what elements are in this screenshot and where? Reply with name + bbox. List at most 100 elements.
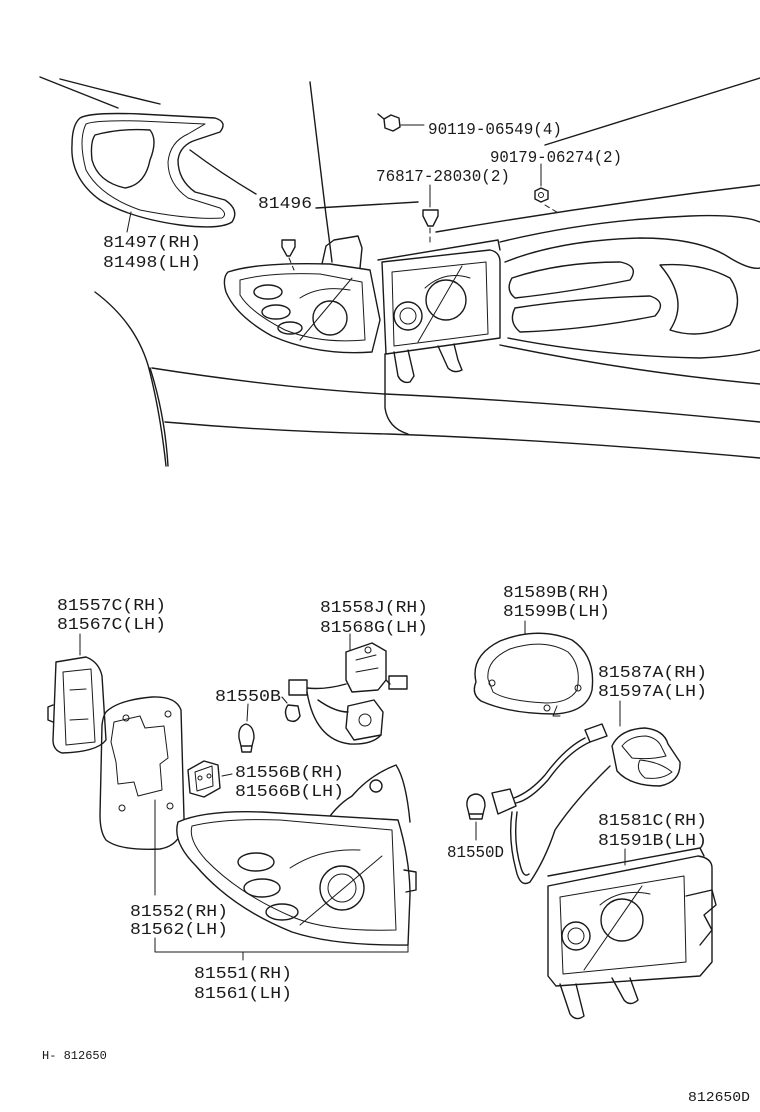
c-pillar-line — [309, 81, 333, 263]
bumper-joint-line — [384, 353, 409, 435]
gasket-outline — [473, 632, 594, 715]
label-81556B-rh: 81556B(RH) — [235, 764, 344, 783]
gasket-hole-3 — [574, 684, 582, 692]
socket-contact-1 — [197, 775, 203, 781]
label-90119: 90119-06549(4) — [428, 121, 562, 140]
gasket-81589B — [473, 620, 594, 717]
lamp-slot-2 — [243, 878, 281, 898]
lamp-slot-3 — [277, 321, 303, 335]
nut-hex — [534, 187, 549, 203]
wire-connector — [584, 723, 608, 743]
cover-outline — [52, 656, 107, 754]
label-81558J-rh: 81558J(RH) — [320, 599, 428, 618]
wire-loop — [509, 765, 611, 885]
wire-upper — [513, 737, 591, 804]
lamp-leg-left — [393, 349, 415, 384]
garnish-inner-top — [504, 237, 760, 269]
label-81550B: 81550B — [215, 688, 281, 707]
cover-ribs — [69, 688, 89, 721]
lamp-ring-small-inner — [399, 307, 417, 325]
lamp-arc — [599, 891, 651, 906]
lamp-ring-small-inner — [567, 927, 585, 945]
lamp-ring-small — [561, 921, 591, 951]
label-81561-lh: 81561(LH) — [194, 985, 292, 1004]
lamp-side-tab — [403, 869, 417, 893]
lamp-divider — [299, 855, 383, 926]
garnish-opening-2 — [511, 295, 662, 333]
bumper-inner-left — [149, 367, 169, 467]
garnish-outer-bottom — [499, 344, 760, 385]
gasket-cutout — [110, 715, 169, 797]
connector-left — [288, 679, 308, 696]
bulb-base — [240, 745, 253, 753]
lamp-divider — [299, 277, 353, 341]
leader-line-81556B — [221, 773, 233, 777]
nut-90179 — [534, 163, 561, 215]
lamp-reflector-ring — [319, 865, 365, 911]
lamp-ring-large — [425, 279, 467, 321]
socket-contact-2 — [206, 773, 212, 779]
socket-plate-ribs — [355, 654, 379, 673]
label-81566B-lh: 81566B(LH) — [235, 783, 344, 802]
lamp-leg-left — [559, 983, 585, 1020]
label-81599B-lh: 81599B(LH) — [503, 603, 610, 622]
label-81552-rh: 81552(RH) — [130, 903, 228, 922]
clip-body — [422, 209, 439, 227]
cover-inner-frame — [62, 668, 96, 746]
lamp-divider — [417, 265, 463, 343]
label-81568G-lh: 81568G(LH) — [320, 619, 428, 638]
lamp-reflector-ring — [312, 300, 348, 336]
label-81497-rh: 81497(RH) — [103, 234, 201, 253]
bolt-head — [383, 114, 401, 132]
bulb-base — [468, 813, 484, 820]
socket-lower-hole — [358, 713, 372, 727]
gasket-outline — [99, 696, 185, 850]
label-81589B-rh: 81589B(RH) — [503, 584, 610, 603]
tail-lamp-top-left — [223, 235, 381, 354]
socket-81587A — [611, 700, 681, 787]
socket-lower — [345, 699, 384, 741]
lamp-slot-2 — [261, 304, 291, 320]
label-81551-rh: 81551(RH) — [194, 965, 292, 984]
gasket-hole-2 — [543, 704, 551, 712]
label-81550D: 81550D — [447, 844, 504, 863]
trunk-line-right — [435, 184, 760, 233]
label-90179: 90179-06274(2) — [490, 149, 622, 168]
leader-line-81550B — [246, 696, 288, 722]
socket-face — [194, 765, 214, 792]
socket-plate-hole — [364, 646, 372, 654]
bulb-socket — [491, 788, 517, 815]
clip-81496 — [281, 239, 296, 271]
label-81597A-lh: 81597A(LH) — [598, 683, 707, 702]
gasket-hole-1 — [122, 714, 130, 722]
figure-reference: H- 812650 — [42, 1049, 107, 1063]
garnish-inner-rim — [81, 120, 226, 219]
clip-76817 — [422, 184, 439, 245]
lamp-arc — [299, 288, 351, 299]
car-body-lines — [39, 76, 760, 467]
socket-body — [187, 760, 221, 798]
gasket-hole-2 — [164, 710, 172, 718]
bulb-81550B — [238, 696, 288, 753]
gasket-81552 — [99, 696, 185, 896]
label-81562-lh: 81562(LH) — [130, 921, 228, 940]
lamp-leg-right — [437, 343, 463, 373]
lamp-inner — [559, 875, 687, 975]
label-81587A-rh: 81587A(RH) — [598, 664, 707, 683]
lamp-divider — [583, 885, 643, 971]
connector-right — [388, 675, 408, 690]
lamp-slot-3 — [265, 903, 299, 921]
cover-tab — [47, 704, 54, 723]
rear-garnish-right — [499, 214, 760, 385]
body-edge-line — [189, 149, 257, 195]
lamp-bracket — [321, 235, 363, 269]
label-81567C-lh: 81567C(LH) — [57, 616, 166, 635]
lamp-outer — [547, 855, 713, 987]
trunk-edge-line — [315, 201, 419, 209]
lamp-arc — [289, 849, 361, 869]
lamp-slot-1 — [253, 284, 283, 300]
nut-hole — [538, 192, 544, 198]
label-81496: 81496 — [258, 195, 312, 214]
lamp-leg-right — [611, 977, 639, 1005]
